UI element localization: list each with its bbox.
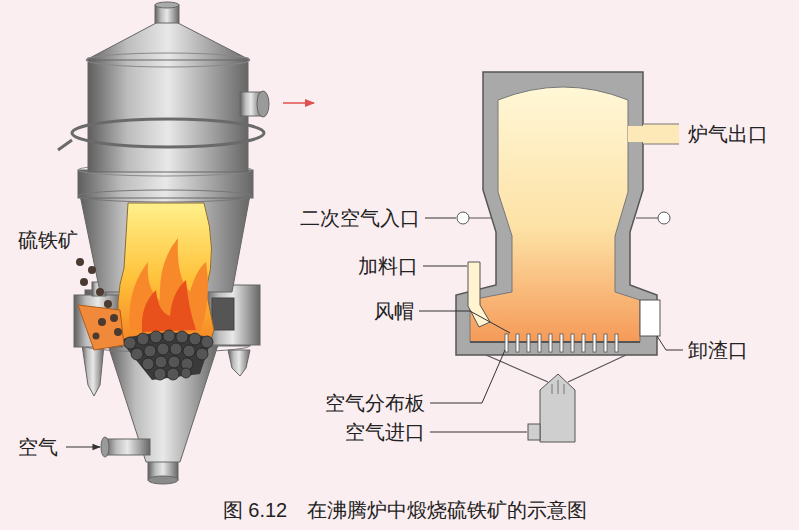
section-furnace bbox=[419, 72, 683, 442]
part-label: 风帽 bbox=[374, 299, 414, 323]
left-furnace bbox=[58, 2, 314, 484]
figure-caption: 图 6.12 在沸腾炉中煅烧硫铁矿的示意图 bbox=[223, 498, 587, 522]
part-label: 硫铁矿 bbox=[18, 228, 78, 252]
part-label: 炉气出口 bbox=[688, 122, 768, 146]
part-label: 空气进口 bbox=[345, 420, 425, 444]
part-label: 加料口 bbox=[358, 254, 418, 278]
part-label: 空气 bbox=[18, 435, 58, 459]
part-label: 二次空气入口 bbox=[300, 206, 420, 230]
part-label: 空气分布板 bbox=[325, 391, 425, 415]
leader-lines bbox=[419, 218, 683, 432]
part-label: 卸渣口 bbox=[688, 338, 748, 362]
